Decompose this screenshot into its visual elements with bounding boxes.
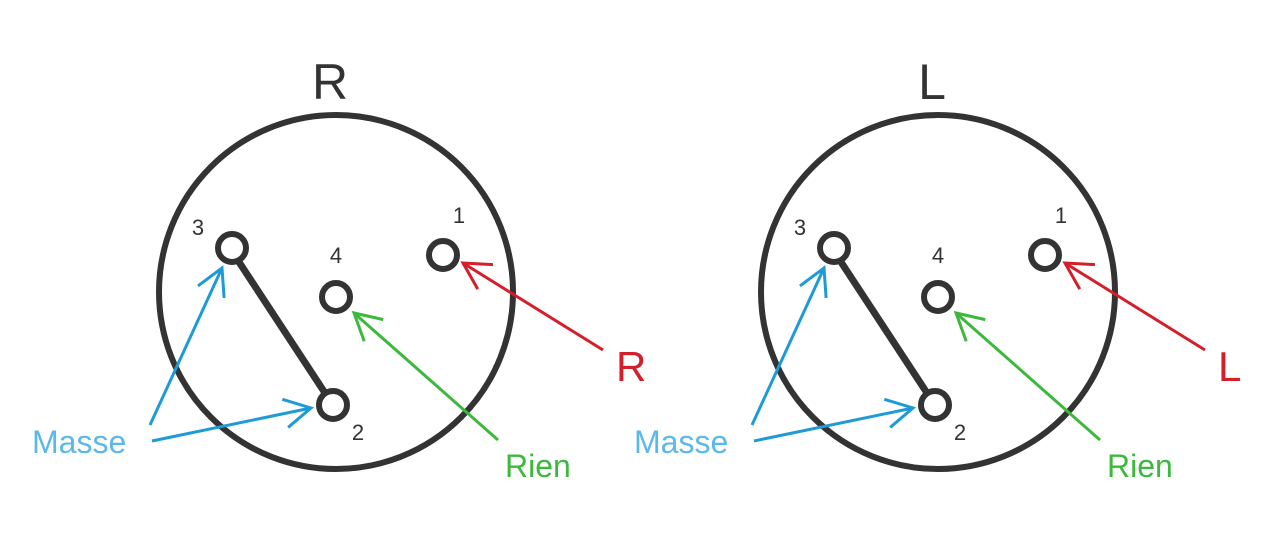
pin-2 — [316, 388, 350, 422]
pin-label-4: 4 — [330, 243, 342, 268]
pin-label-1: 1 — [1055, 203, 1067, 228]
pin-3 — [817, 231, 851, 265]
pin-label-3: 3 — [794, 215, 806, 240]
signal-arrow-pin1 — [1062, 261, 1206, 352]
pin-1 — [426, 238, 460, 272]
signal-label: L — [1218, 343, 1241, 390]
pin-label-2: 2 — [954, 420, 966, 445]
connector-title: R — [312, 54, 348, 110]
pin-label-2: 2 — [352, 420, 364, 445]
ground-arrow-pin2 — [151, 397, 315, 443]
ground-arrow-pin3 — [750, 265, 828, 426]
ground-label: Masse — [32, 424, 126, 460]
pin-1 — [1028, 238, 1062, 272]
nothing-label: Rien — [505, 448, 571, 484]
nothing-arrow-pin4 — [953, 310, 1101, 442]
ground-label: Masse — [634, 424, 728, 460]
pin-label-4: 4 — [932, 243, 944, 268]
ground-bridge-wire — [236, 260, 328, 395]
ground-arrow-pin3 — [148, 265, 226, 426]
nothing-arrow-pin4 — [351, 310, 499, 442]
pin-label-1: 1 — [453, 203, 465, 228]
nothing-label: Rien — [1107, 448, 1173, 484]
connector-body — [758, 112, 1118, 472]
signal-arrow-pin1 — [460, 261, 604, 352]
ground-bridge-wire — [838, 260, 930, 395]
pin-4 — [921, 280, 955, 314]
pin-2 — [918, 388, 952, 422]
ground-arrow-pin2 — [753, 397, 917, 443]
connector-body — [156, 112, 516, 472]
signal-label: R — [616, 343, 646, 390]
connector-title: L — [918, 54, 946, 110]
pin-label-3: 3 — [192, 215, 204, 240]
pin-3 — [215, 231, 249, 265]
pin-4 — [319, 280, 353, 314]
